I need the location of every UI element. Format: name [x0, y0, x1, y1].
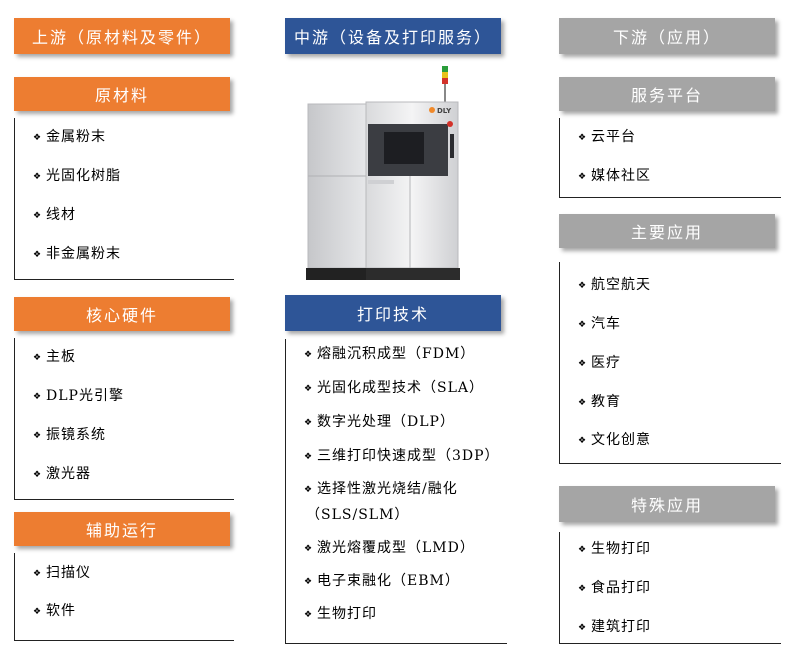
list-item: ❖光固化树脂 [33, 168, 121, 184]
diamond-bullet-icon: ❖ [33, 172, 43, 182]
list-item: ❖食品打印 [578, 580, 651, 596]
list-item: ❖DLP光引擎 [33, 388, 124, 404]
print-tech-list: ❖熔融沉积成型（FDM） ❖光固化成型技术（SLA） ❖数字光处理（DLP） ❖… [285, 339, 507, 644]
diamond-bullet-icon: ❖ [578, 281, 588, 291]
list-item: ❖主板 [33, 349, 76, 365]
list-item: ❖生物打印 [304, 606, 377, 622]
diamond-bullet-icon: ❖ [304, 418, 314, 428]
group-header-core-hardware: 核心硬件 [14, 297, 230, 331]
group-header-auxiliary: 辅助运行 [14, 512, 230, 546]
list-item: ❖云平台 [578, 129, 636, 145]
group-header-special-applications: 特殊应用 [559, 486, 775, 522]
diamond-bullet-icon: ❖ [33, 211, 43, 221]
list-item: ❖建筑打印 [578, 619, 651, 635]
list-item: ❖医疗 [578, 355, 621, 371]
diamond-bullet-icon: ❖ [304, 577, 314, 587]
list-item: ❖非金属粉末 [33, 246, 121, 262]
diamond-bullet-icon: ❖ [578, 623, 588, 633]
diamond-bullet-icon: ❖ [304, 384, 314, 394]
list-item: ❖数字光处理（DLP） [304, 414, 455, 430]
diamond-bullet-icon: ❖ [578, 436, 588, 446]
raw-materials-list: ❖金属粉末 ❖光固化树脂 ❖线材 ❖非金属粉末 [14, 118, 234, 280]
printer-illustration: DLY [306, 66, 460, 280]
diamond-bullet-icon: ❖ [33, 392, 43, 402]
diamond-bullet-icon: ❖ [33, 133, 43, 143]
diamond-bullet-icon: ❖ [33, 470, 43, 480]
diamond-bullet-icon: ❖ [304, 452, 314, 462]
diamond-bullet-icon: ❖ [578, 398, 588, 408]
list-item: ❖电子束融化（EBM） [304, 573, 460, 589]
list-item: ❖激光器 [33, 466, 91, 482]
diamond-bullet-icon: ❖ [304, 610, 314, 620]
diamond-bullet-icon: ❖ [578, 545, 588, 555]
list-item: ❖媒体社区 [578, 168, 651, 184]
diamond-bullet-icon: ❖ [304, 350, 314, 360]
special-applications-list: ❖生物打印 ❖食品打印 ❖建筑打印 [559, 532, 781, 644]
diamond-bullet-icon: ❖ [33, 250, 43, 260]
diamond-bullet-icon: ❖ [33, 569, 43, 579]
core-hardware-list: ❖主板 ❖DLP光引擎 ❖振镜系统 ❖激光器 [14, 338, 234, 500]
group-header-service-platform: 服务平台 [559, 77, 775, 111]
group-header-main-applications: 主要应用 [559, 214, 775, 248]
list-item: ❖线材 [33, 207, 76, 223]
upstream-header: 上游（原材料及零件） [14, 18, 230, 54]
list-item: ❖熔融沉积成型（FDM） [304, 346, 476, 362]
diamond-bullet-icon: ❖ [33, 431, 43, 441]
list-item: ❖航空航天 [578, 277, 651, 293]
list-item-continuation: （SLS/SLM） [306, 507, 410, 523]
diamond-bullet-icon: ❖ [33, 607, 43, 617]
list-item: ❖生物打印 [578, 541, 651, 557]
list-item: ❖扫描仪 [33, 565, 91, 581]
list-item: ❖软件 [33, 603, 76, 619]
downstream-header: 下游（应用） [559, 18, 775, 54]
diamond-bullet-icon: ❖ [33, 353, 43, 363]
diamond-bullet-icon: ❖ [578, 172, 588, 182]
list-item: ❖三维打印快速成型（3DP） [304, 448, 500, 464]
diamond-bullet-icon: ❖ [578, 133, 588, 143]
3d-printer-image: DLY [304, 64, 464, 282]
list-item: ❖激光熔覆成型（LMD） [304, 540, 475, 556]
diamond-bullet-icon: ❖ [304, 485, 314, 495]
diamond-bullet-icon: ❖ [578, 584, 588, 594]
midstream-header: 中游（设备及打印服务） [285, 18, 501, 54]
diamond-bullet-icon: ❖ [304, 544, 314, 554]
main-applications-list: ❖航空航天 ❖汽车 ❖医疗 ❖教育 ❖文化创意 [559, 262, 781, 464]
list-item: ❖振镜系统 [33, 427, 106, 443]
list-item: ❖教育 [578, 394, 621, 410]
list-item: ❖汽车 [578, 316, 621, 332]
list-item: ❖选择性激光烧结/融化（SLS/SLM） [304, 481, 458, 523]
auxiliary-list: ❖扫描仪 ❖软件 [14, 553, 234, 641]
group-header-raw-materials: 原材料 [14, 77, 230, 111]
list-item: ❖光固化成型技术（SLA） [304, 380, 484, 396]
service-platform-list: ❖云平台 ❖媒体社区 [559, 118, 781, 198]
group-header-print-tech: 打印技术 [285, 295, 501, 331]
list-item: ❖金属粉末 [33, 129, 106, 145]
diamond-bullet-icon: ❖ [578, 359, 588, 369]
list-item: ❖文化创意 [578, 432, 651, 448]
diamond-bullet-icon: ❖ [578, 320, 588, 330]
printer-logo: DLY [437, 107, 452, 115]
